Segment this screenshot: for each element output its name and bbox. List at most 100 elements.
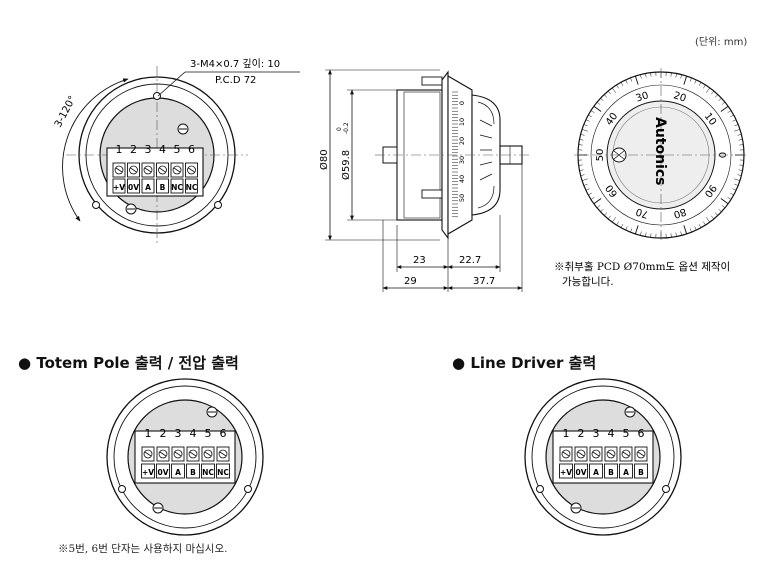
top-screw-slot (130, 167, 137, 173)
dim-22-7: 22.7 (459, 255, 481, 266)
unit-label: (단위: mm) (695, 37, 748, 48)
ld-terminal-number: 1 (563, 427, 570, 440)
dial-tick (732, 188, 737, 191)
ld-terminal-label-box (619, 463, 633, 479)
dial-tick (698, 224, 702, 228)
dial-tick (720, 198, 729, 205)
totem-terminal-number: 5 (205, 427, 212, 440)
dial-tick (604, 94, 608, 98)
top-screw-slot (173, 167, 181, 173)
dial-tick (604, 212, 608, 216)
top-terminal-number: 1 (116, 143, 123, 156)
totem-screw-slot (174, 451, 182, 457)
totem-terminal-number: 1 (145, 427, 152, 440)
dial-tick (579, 139, 584, 141)
dial-tick (585, 119, 590, 122)
dial-tick (645, 73, 647, 78)
totem-screw-slot (144, 451, 152, 457)
dial-tick (739, 144, 744, 146)
line-driver-heading-text: Line Driver 출력 (470, 354, 597, 372)
totem-heading-text: Totem Pole 출력 / 전압 출력 (36, 354, 239, 372)
dial-tick (683, 75, 688, 85)
dial-tick (718, 208, 722, 212)
top-terminal-number: 3 (145, 143, 152, 156)
ld-terminal-number: 5 (623, 427, 630, 440)
totem-terminal-label: B (190, 468, 196, 477)
dial-tick (703, 221, 706, 226)
top-screw-slot (115, 167, 123, 173)
totem-terminal-label-box (201, 463, 215, 479)
side-scale-number: 50 (458, 194, 466, 202)
top-terminal-label-box (156, 178, 169, 194)
callout-pcd: P.C.D 72 (215, 75, 256, 86)
ld-terminal-label: 0V (575, 468, 586, 477)
dial-tick (581, 129, 588, 132)
top-terminal-label: B (160, 183, 166, 192)
dial-tick (596, 205, 601, 209)
dial-tick (737, 134, 742, 136)
dial-number: 70 (635, 205, 651, 219)
dim-tol-lower: -0.2 (343, 122, 350, 134)
dial-tick (689, 228, 692, 233)
ld-terminal-label: B (638, 468, 644, 477)
dial-tick (620, 82, 624, 86)
angle-label: 3-120° (53, 94, 79, 129)
totem-terminal-label-box (156, 463, 170, 479)
totem-terminal-label: NC (217, 468, 229, 477)
top-terminal-number: 2 (130, 143, 137, 156)
side-scale-number: 20 (458, 137, 466, 145)
dial-tick (727, 110, 732, 113)
dial-tick (580, 134, 585, 136)
dial-tick (698, 82, 702, 86)
dial-tick (583, 183, 588, 186)
dial-tick (640, 74, 642, 79)
dial-tick (578, 144, 583, 146)
top-terminal-number: 6 (188, 143, 195, 156)
dial-tick (727, 197, 732, 200)
dial-tick (620, 224, 624, 228)
dial-tick (593, 105, 602, 112)
dial-tick (714, 212, 718, 216)
dial-tick (607, 215, 611, 220)
dial-tick (734, 129, 741, 132)
top-screw-slot (159, 167, 166, 173)
dial-tick (734, 183, 739, 186)
dial-tick (625, 79, 628, 84)
ld-terminal-number: 3 (593, 427, 600, 440)
dial-tick (680, 74, 682, 79)
dial-tick (590, 197, 595, 200)
totem-terminal-number: 2 (160, 427, 167, 440)
dial-tick (711, 215, 715, 220)
dial-tick (734, 178, 741, 181)
dial-tick (645, 232, 647, 237)
dial-tick (634, 75, 639, 85)
top-terminal-label-box (141, 178, 155, 194)
side-scale-number: 40 (458, 175, 466, 183)
top-terminal-label-box (170, 178, 184, 194)
dial-tick (737, 174, 742, 176)
dial-tick (738, 139, 743, 141)
ld-screw-slot (592, 451, 600, 457)
dial-tick (650, 233, 652, 238)
dial-tick (721, 205, 726, 209)
dial-tick (579, 169, 584, 171)
totem-terminal-number: 6 (220, 427, 227, 440)
totem-terminal-number: 4 (190, 427, 197, 440)
callout-thread: 3-M4×0.7 깊이: 10 (190, 58, 280, 70)
dial-tick (630, 228, 633, 233)
dial-tick (683, 225, 688, 235)
bullet-icon: ● (18, 354, 32, 372)
dial-tick (689, 77, 692, 82)
totem-terminal-label-box (186, 463, 200, 479)
ld-terminal-label-box (589, 463, 603, 479)
dial-number: 30 (635, 90, 651, 104)
dial-tick (738, 169, 743, 171)
dial-tick (588, 192, 592, 196)
top-terminal-label: 0V (128, 183, 139, 192)
top-terminal-label-box (127, 178, 140, 194)
ld-screw-slot (622, 451, 630, 457)
